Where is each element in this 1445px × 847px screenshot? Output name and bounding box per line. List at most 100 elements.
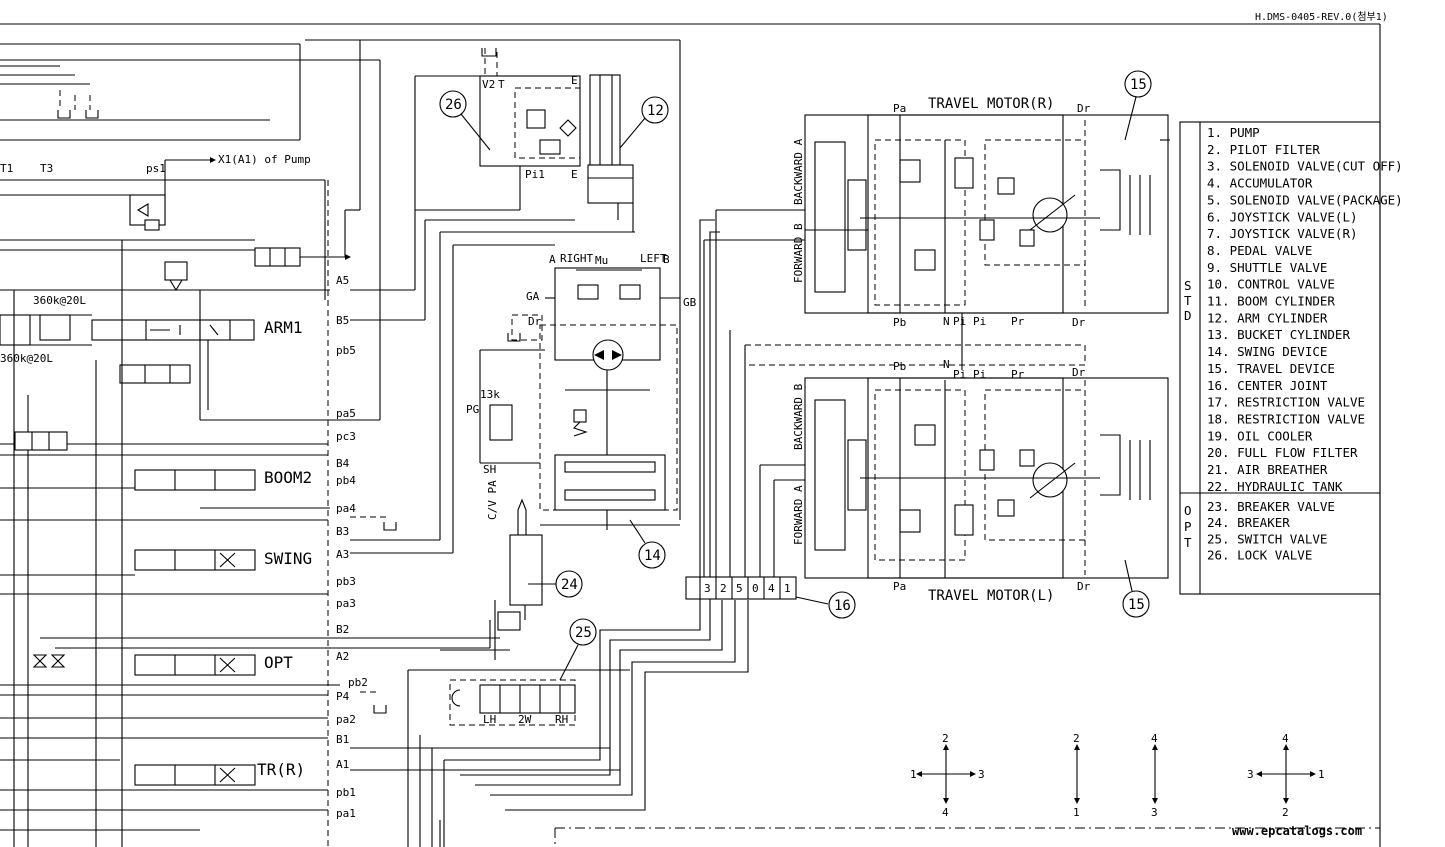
port-pa3: pa3 xyxy=(336,597,356,610)
jp1-left: 1 xyxy=(910,768,917,781)
port-pc3: pc3 xyxy=(336,430,356,443)
legend-item: 11. BOOM CYLINDER xyxy=(1207,294,1335,309)
switch-2w: 2W xyxy=(518,713,532,726)
port-a5: A5 xyxy=(336,274,349,287)
motor-l-port-pa: Pa xyxy=(893,580,906,593)
travel-motor-l-title: TRAVEL MOTOR(L) xyxy=(928,588,1054,604)
callout-14 xyxy=(638,541,666,569)
joystick-patterns: 2 4 1 3 2 1 4 3 4 2 3 1 xyxy=(910,732,1325,819)
callout-26-text: 26 xyxy=(445,97,462,113)
port-b3: B3 xyxy=(336,525,349,538)
boom2-spool xyxy=(134,469,256,491)
swing-port-a: A xyxy=(549,253,556,266)
legend-std-d: D xyxy=(1184,308,1192,323)
legend-item: 22. HYDRAULIC TANK xyxy=(1207,479,1343,494)
legend-std-t: T xyxy=(1184,293,1192,308)
port-gb: GB xyxy=(683,296,697,309)
port-a1: A1 xyxy=(336,758,349,771)
port-v2: V2 xyxy=(482,78,495,91)
swing-label: SWING xyxy=(264,549,312,568)
legend-item: 4. ACCUMULATOR xyxy=(1207,176,1313,191)
legend-item: 23. BREAKER VALVE xyxy=(1207,499,1335,514)
legend-item: 7. JOYSTICK VALVE(R) xyxy=(1207,226,1358,241)
legend-item: 9. SHUTTLE VALVE xyxy=(1207,260,1327,275)
legend-item: 5. SOLENOID VALVE(PACKAGE) xyxy=(1207,192,1403,207)
motor-r-port-n: N xyxy=(943,315,950,328)
breaker-area: C/V PA LH 2W RH xyxy=(440,480,579,726)
swing-right: RIGHT xyxy=(560,252,593,265)
callout-25-text: 25 xyxy=(575,625,592,641)
center-bus-lines xyxy=(407,219,749,847)
arm1-label: ARM1 xyxy=(264,318,303,337)
motor-r-port-pi-2: Pi xyxy=(973,315,986,328)
motor-r-port-pb: Pb xyxy=(893,316,906,329)
legend-item: 16. CENTER JOINT xyxy=(1207,378,1328,393)
port-pb3: pb3 xyxy=(336,575,356,588)
callout-25 xyxy=(569,618,597,646)
motor-l-port-pb: Pb xyxy=(893,360,906,373)
swing-port-b: B xyxy=(663,253,670,266)
motor-l-forward: FORWARD A xyxy=(792,485,805,545)
opt-spool xyxy=(134,654,256,676)
arm1-spool xyxy=(91,319,255,341)
swing-mu: Mu xyxy=(595,254,608,267)
legend-item: 26. LOCK VALVE xyxy=(1207,548,1312,563)
port-pa4: pa4 xyxy=(336,502,356,515)
swivel-port-3: 5 xyxy=(736,582,743,595)
label-cv-pa: C/V PA xyxy=(486,480,499,520)
swivel-port-6: 1 xyxy=(784,582,791,595)
motor-r-port-dr-bot: Dr xyxy=(1072,316,1086,329)
tr-r-label: TR(R) xyxy=(257,760,305,779)
travel-motor-r: TRAVEL MOTOR(R) Pa Dr BACKWARD A FORWARD… xyxy=(704,96,1170,370)
port-pi1: Pi1 xyxy=(525,168,545,181)
port-pb5: pb5 xyxy=(336,344,356,357)
port-t: T xyxy=(498,78,505,91)
port-ps1: ps1 xyxy=(146,162,166,175)
center-joint: 3 2 5 0 4 1 xyxy=(685,210,829,605)
motor-l-backward: BACKWARD B xyxy=(792,383,805,450)
port-e-top: E xyxy=(571,74,578,87)
lock-valve-area: V2 T E E C2 Pi1 xyxy=(415,48,634,232)
callout-16 xyxy=(828,591,856,619)
boom2-label: BOOM2 xyxy=(264,468,312,487)
legend-opt-o: O xyxy=(1184,503,1192,518)
motor-l-port-n: N xyxy=(943,358,950,371)
callout-12 xyxy=(641,96,669,124)
callout-15-bot-text: 15 xyxy=(1128,597,1145,613)
jp2-up: 2 xyxy=(1073,732,1080,745)
port-b4: B4 xyxy=(336,457,350,470)
legend-item: 15. TRAVEL DEVICE xyxy=(1207,361,1335,376)
port-pa1: pa1 xyxy=(336,807,356,820)
port-pa5: pa5 xyxy=(336,407,356,420)
callout-15-bot xyxy=(1122,590,1150,618)
legend-item: 8. PEDAL VALVE xyxy=(1207,243,1312,258)
jp1-right: 3 xyxy=(978,768,985,781)
travel-motor-l: Pb N Pi Pi Pr Dr BACKWARD B FORWARD A Pa… xyxy=(744,344,1169,604)
port-sh: SH xyxy=(483,463,496,476)
travel-motor-r-title: TRAVEL MOTOR(R) xyxy=(928,96,1054,112)
legend-opt-p: P xyxy=(1184,519,1192,534)
legend-item: 17. RESTRICTION VALVE xyxy=(1207,395,1365,410)
callout-24-text: 24 xyxy=(561,577,578,593)
doc-code: H.DMS-0405-REV.0(첨부1) xyxy=(1255,11,1388,23)
legend-item: 12. ARM CYLINDER xyxy=(1207,310,1328,325)
motor-l-port-dr-bot: Dr xyxy=(1077,580,1091,593)
breaker xyxy=(509,534,543,606)
motor-r-backward: BACKWARD A xyxy=(792,138,805,205)
swing-left: LEFT xyxy=(640,252,667,265)
legend-item: 3. SOLENOID VALVE(CUT OFF) xyxy=(1207,159,1403,174)
port-pa2: pa2 xyxy=(336,713,356,726)
motor-l-port-pi-2: Pi xyxy=(973,368,986,381)
port-b5: B5 xyxy=(336,314,349,327)
switch-rh: RH xyxy=(555,713,568,726)
jp4-left: 3 xyxy=(1247,768,1254,781)
jp4-down: 2 xyxy=(1282,806,1289,819)
legend-opt-t: T xyxy=(1184,535,1192,550)
switch-valve xyxy=(479,684,576,714)
port-e-bot: E xyxy=(571,168,578,181)
tr-r-spool xyxy=(134,764,256,786)
callout-12-text: 12 xyxy=(647,103,664,119)
port-pb2: pb2 xyxy=(348,676,368,689)
jp1-up: 2 xyxy=(942,732,949,745)
